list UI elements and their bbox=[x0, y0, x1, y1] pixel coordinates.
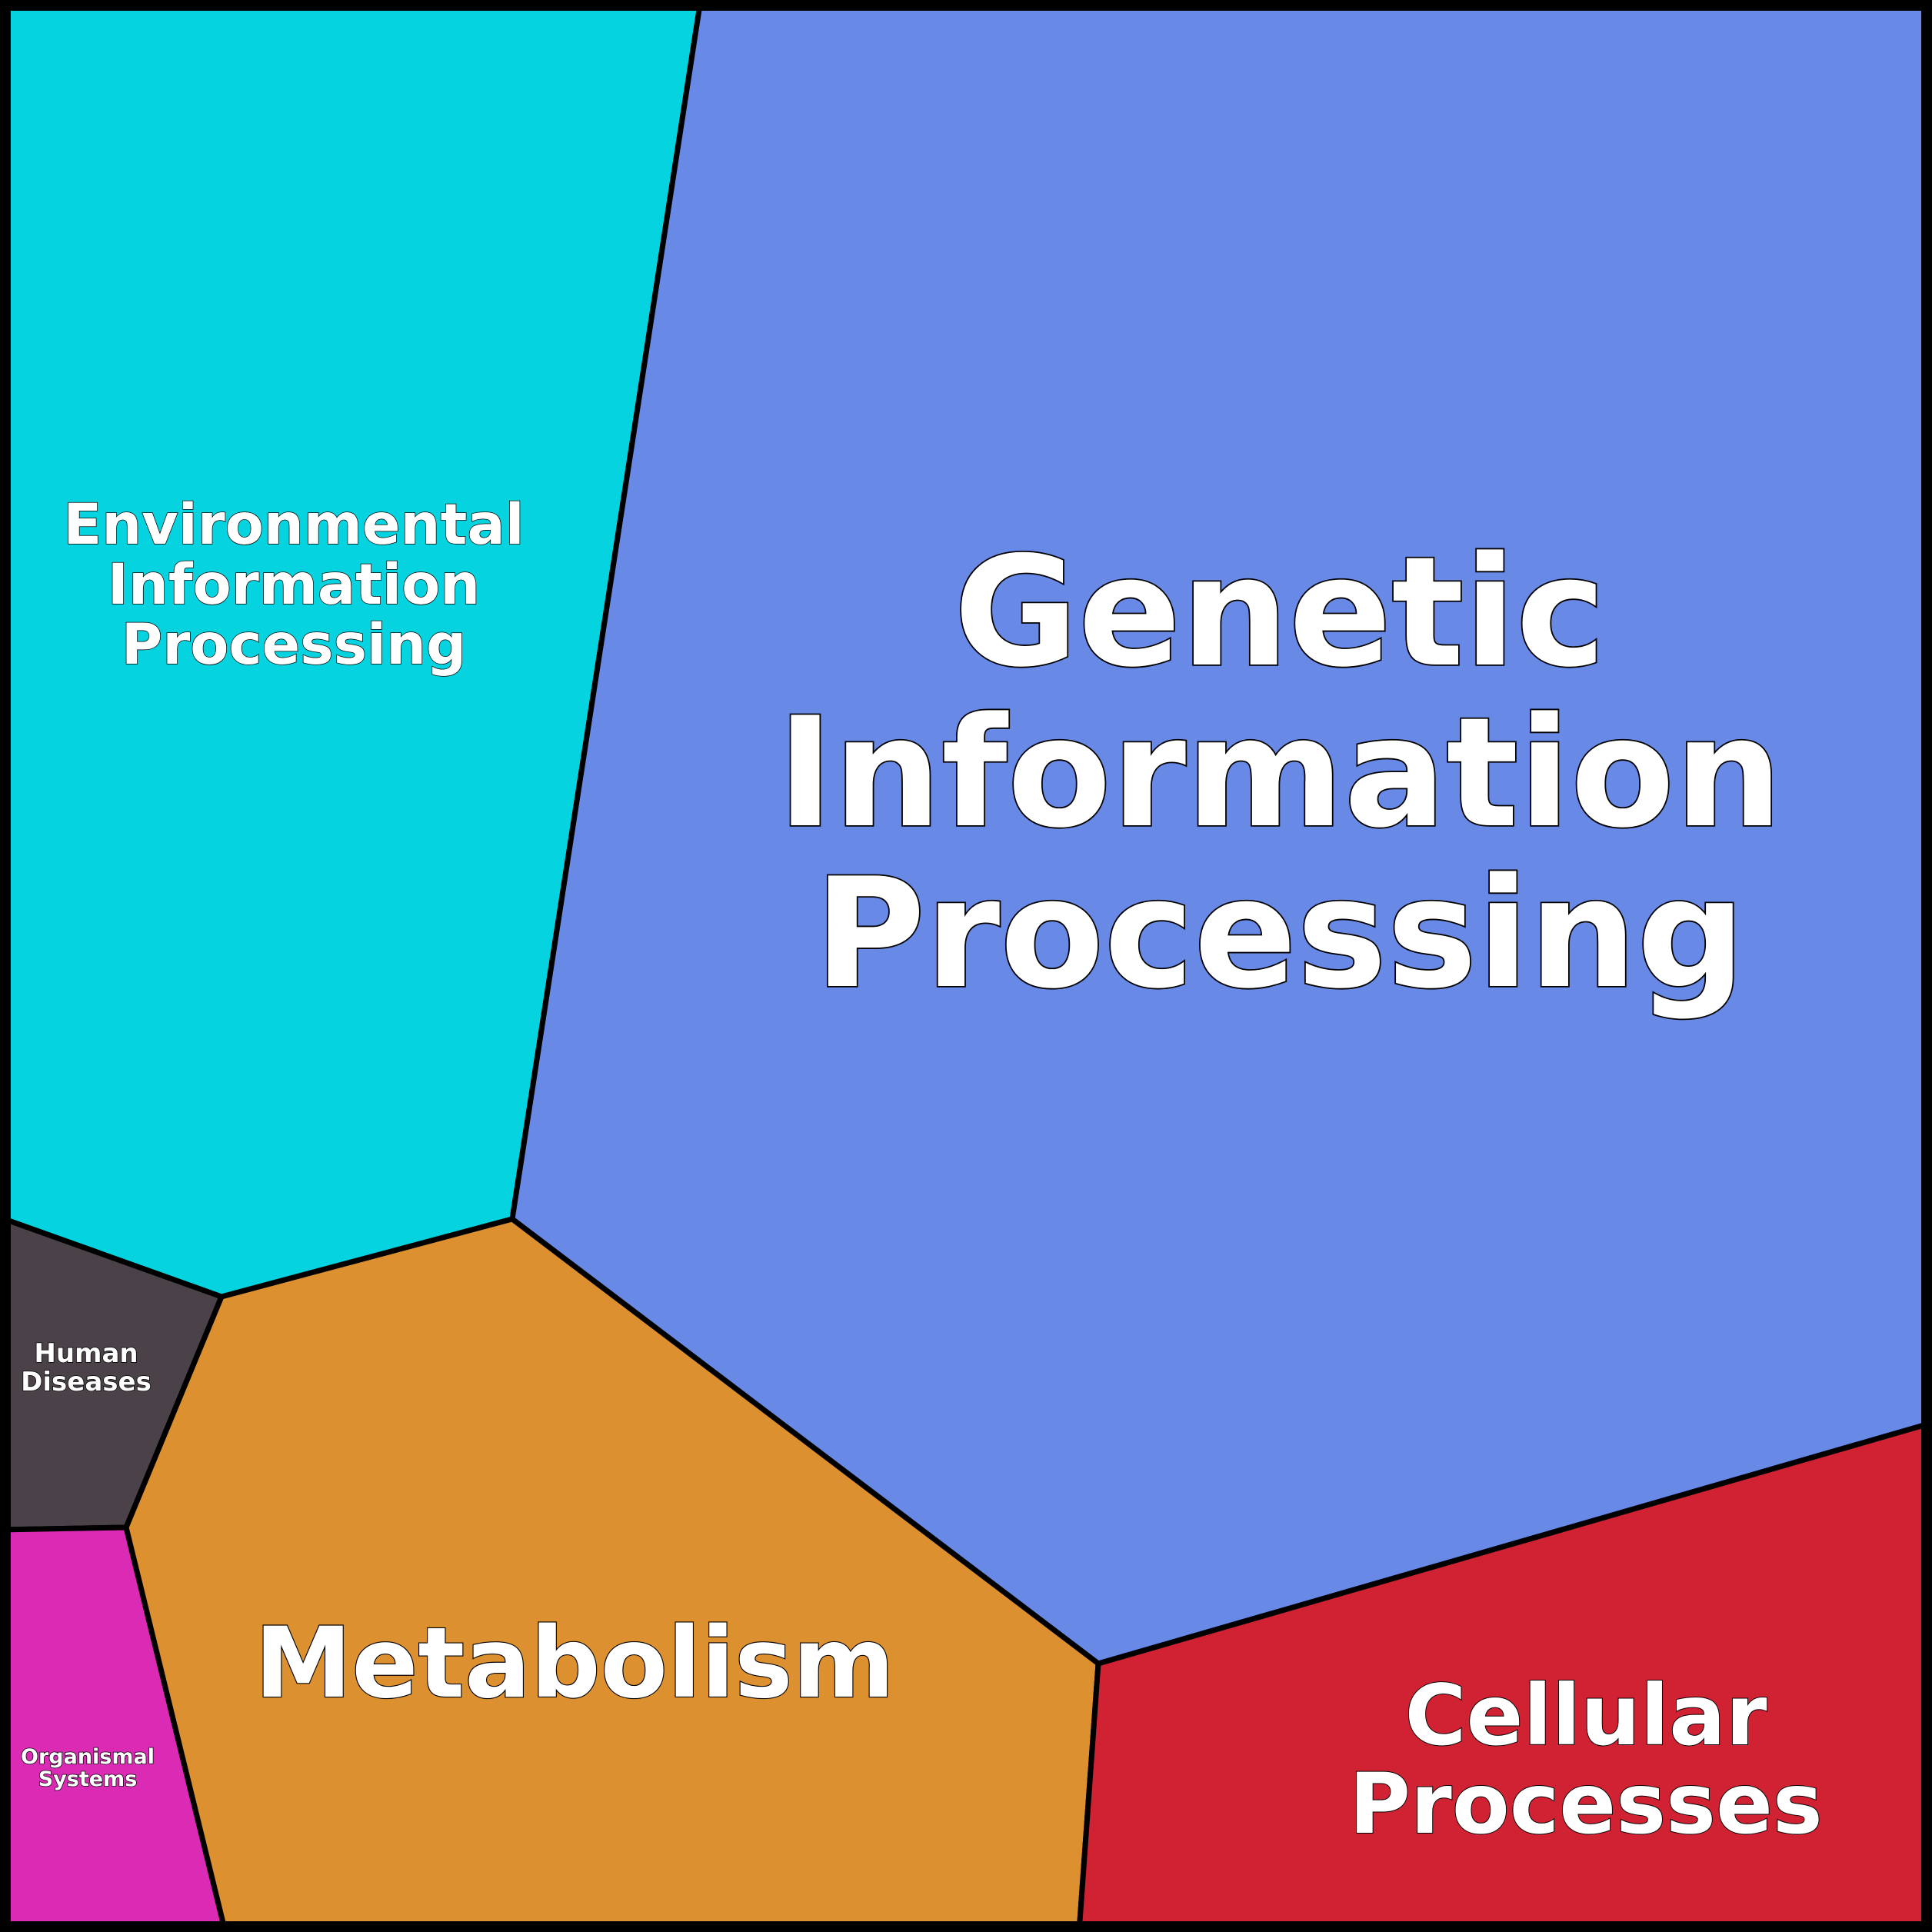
label-environmental-line: Environmental bbox=[63, 492, 524, 558]
label-organismal-line: Organismal bbox=[21, 1745, 155, 1769]
label-metabolism-line: Metabolism bbox=[255, 1606, 894, 1720]
label-genetic-line: Processing bbox=[814, 846, 1746, 1022]
label-human-diseases-line: Diseases bbox=[21, 1367, 152, 1397]
label-cellular-line: Cellular bbox=[1405, 1667, 1767, 1764]
label-environmental-line: Information bbox=[108, 552, 480, 618]
label-metabolism: Metabolism bbox=[255, 1606, 894, 1720]
label-genetic-line: Information bbox=[777, 685, 1782, 861]
label-cellular-line: Processes bbox=[1349, 1755, 1823, 1853]
label-human-diseases-line: Human bbox=[34, 1338, 138, 1369]
region-metabolism bbox=[123, 1216, 1101, 1932]
region-organismal bbox=[0, 1524, 228, 1932]
label-environmental-line: Processing bbox=[122, 612, 467, 678]
label-organismal-line: Systems bbox=[38, 1767, 138, 1791]
region-cellular bbox=[1076, 1420, 1932, 1932]
label-genetic-line: Genetic bbox=[954, 525, 1606, 701]
